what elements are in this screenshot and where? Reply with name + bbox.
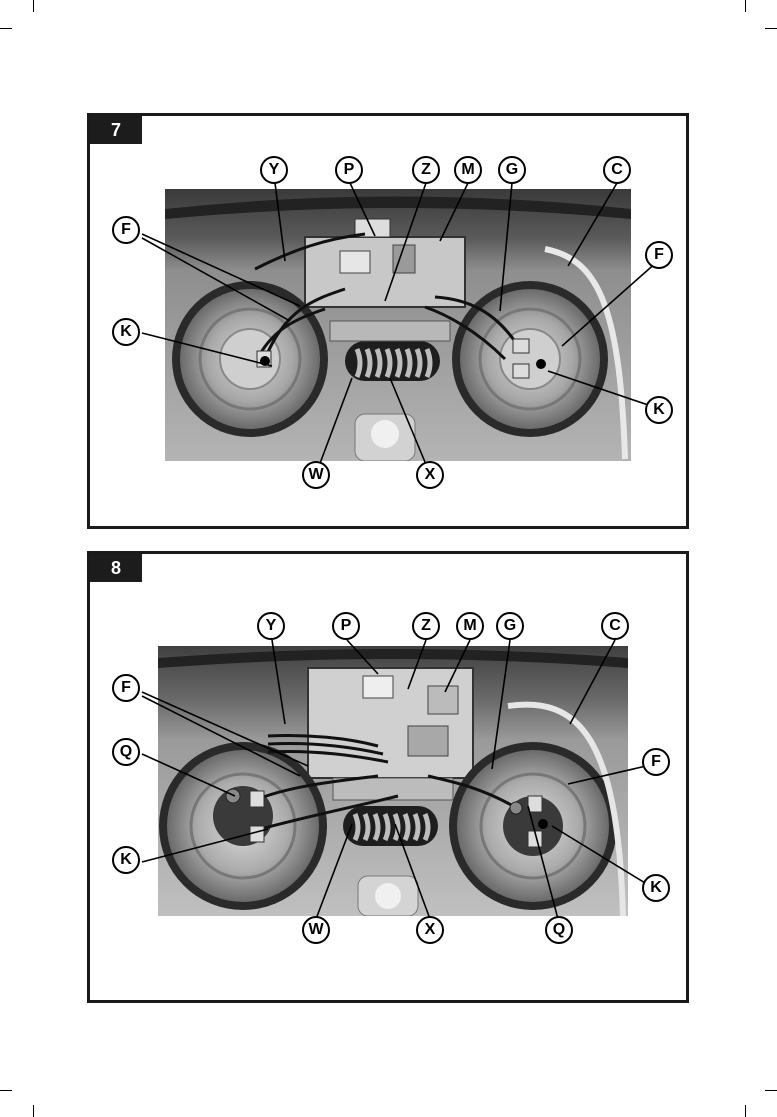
crop-mark-bottom-right-h — [765, 1090, 777, 1091]
callout-Z: Z — [412, 156, 440, 184]
callout-K-left: K — [112, 846, 140, 874]
callout-Z: Z — [412, 612, 440, 640]
callout-M: M — [454, 156, 482, 184]
callout-M: M — [456, 612, 484, 640]
callout-G: G — [498, 156, 526, 184]
figure-7: 7 — [87, 113, 689, 529]
callout-Q-right: Q — [545, 916, 573, 944]
callout-C: C — [601, 612, 629, 640]
crop-mark-top-right-v — [745, 0, 746, 12]
callout-Y: Y — [257, 612, 285, 640]
callout-X: X — [416, 916, 444, 944]
callout-F-left: F — [112, 674, 140, 702]
callout-W: W — [302, 916, 330, 944]
callout-C: C — [603, 156, 631, 184]
callout-F-right: F — [642, 748, 670, 776]
callout-F-left: F — [112, 216, 140, 244]
crop-mark-bottom-left-v — [33, 1105, 34, 1117]
crop-mark-top-left-v — [33, 0, 34, 12]
callout-W: W — [302, 461, 330, 489]
callout-P: P — [335, 156, 363, 184]
figure-8: 8 — [87, 551, 689, 1003]
callout-P: P — [332, 612, 360, 640]
callout-K-right: K — [642, 874, 670, 902]
crop-mark-top-left-h — [0, 28, 12, 29]
callout-F-right: F — [645, 241, 673, 269]
callout-G: G — [496, 612, 524, 640]
callout-Q-left: Q — [112, 738, 140, 766]
callout-lines — [90, 116, 692, 532]
callout-K-right: K — [645, 396, 673, 424]
crop-mark-bottom-right-v — [745, 1105, 746, 1117]
crop-mark-top-right-h — [765, 28, 777, 29]
callout-K-left: K — [112, 318, 140, 346]
callout-X: X — [416, 461, 444, 489]
callout-Y: Y — [260, 156, 288, 184]
crop-mark-bottom-left-h — [0, 1090, 12, 1091]
